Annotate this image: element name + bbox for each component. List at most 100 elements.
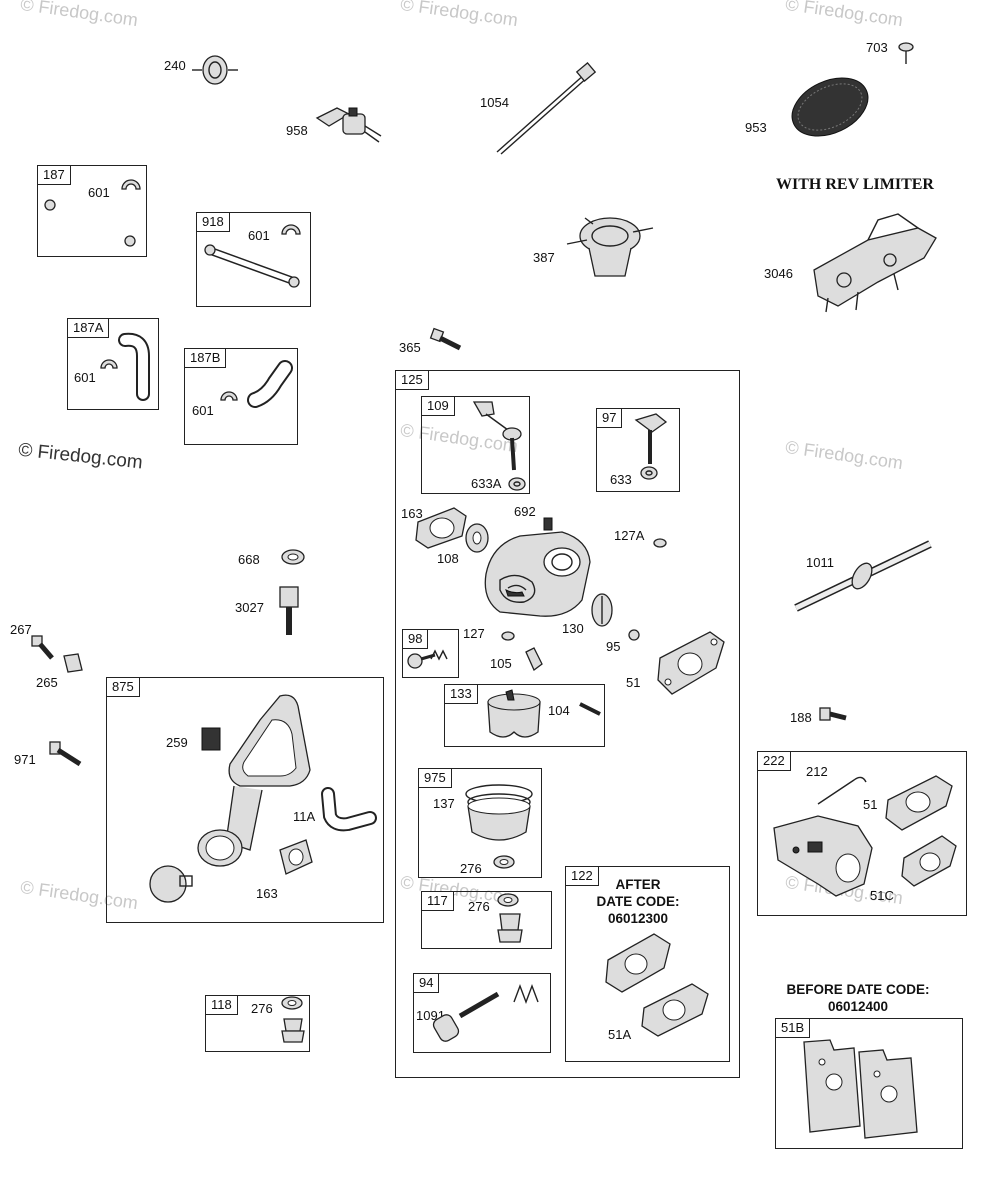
bracket-part — [201, 727, 221, 751]
part-label-1011: 1011 — [806, 555, 834, 570]
gasket-part — [803, 1039, 861, 1133]
part-label-633: 633 — [610, 472, 632, 487]
kit-box-975: 975 — [418, 768, 542, 878]
part-label-601: 601 — [192, 403, 214, 418]
part-label-137: 137 — [433, 796, 455, 811]
mixture-screw-part — [432, 984, 539, 1042]
part-label-51: 51 — [626, 675, 641, 690]
rev-limiter-heading: WITH REV LIMITER — [776, 176, 934, 193]
nut-part — [63, 653, 83, 673]
idle-screw-part — [407, 649, 448, 669]
part-label-104: 104 — [548, 703, 570, 718]
part-label-601: 601 — [74, 370, 96, 385]
gasket-part — [641, 983, 709, 1037]
kit-tag-875: 875 — [106, 677, 140, 697]
part-label-259: 259 — [166, 735, 188, 750]
part-label-1054: 1054 — [480, 95, 509, 110]
watermark: © Firedog.com — [784, 436, 905, 474]
part-label-276: 276 — [251, 1001, 273, 1016]
elbow-hose-part — [247, 360, 293, 408]
fuel-line-part — [496, 61, 597, 155]
after-date-code-note: AFTER DATE CODE: 06012300 — [596, 877, 680, 926]
kit-box-97: 97 — [596, 408, 680, 492]
part-label-188: 188 — [790, 710, 812, 725]
hose-clamp-part — [121, 179, 141, 190]
part-label-365: 365 — [399, 340, 421, 355]
part-label-11A: 11A — [293, 809, 316, 824]
seal-part — [508, 477, 526, 491]
washer-part — [281, 549, 305, 565]
kit-tag-109: 109 — [421, 396, 455, 416]
kit-tag-51B: 51B — [775, 1018, 811, 1038]
kit-box-875: 875 — [106, 677, 384, 923]
gasket-part — [901, 835, 957, 887]
before-date-code-note: BEFORE DATE CODE: 06012400 — [786, 982, 930, 1014]
watermark: © Firedog.com — [399, 0, 520, 31]
kit-box-98: 98 — [402, 629, 459, 678]
part-label-267: 267 — [10, 622, 32, 637]
kit-box-125: 125 — [395, 370, 740, 1078]
washer-part — [497, 893, 519, 907]
kit-tag-187B: 187B — [184, 348, 227, 368]
part-label-130: 130 — [562, 621, 584, 636]
screw-part — [819, 707, 847, 721]
kit-box-94: 94 — [413, 973, 551, 1053]
kit-tag-187: 187 — [37, 165, 71, 185]
throttle-plate-part — [465, 523, 489, 553]
kit-box-918: 918 — [196, 212, 311, 307]
kit-box-122: 122 — [565, 866, 730, 1062]
part-label-601: 601 — [248, 228, 270, 243]
air-cleaner-base-part — [197, 694, 311, 867]
kit-tag-94: 94 — [413, 973, 440, 993]
screw-part — [429, 327, 462, 351]
screen-part — [791, 77, 869, 137]
bowl-nut-part — [281, 1018, 305, 1043]
watermark: © Firedog.com — [19, 0, 140, 31]
part-label-127A: 127A — [614, 528, 645, 543]
gasket-part — [858, 1049, 918, 1139]
hose-clamp-part — [100, 359, 118, 369]
kit-tag-975: 975 — [418, 768, 452, 788]
gasket-part — [279, 839, 313, 875]
float-bowl-part — [465, 784, 533, 841]
governor-link-plate-part — [813, 213, 937, 313]
part-label-668: 668 — [238, 552, 260, 567]
seal-part — [640, 466, 658, 480]
part-label-276: 276 — [460, 861, 482, 876]
kit-tag-918: 918 — [196, 212, 230, 232]
part-label-127: 127 — [463, 626, 485, 641]
kit-box-117: 117 — [421, 891, 552, 949]
kit-box-109: 109 — [421, 396, 530, 494]
part-label-95: 95 — [606, 639, 621, 654]
fuel-pipe-part — [794, 540, 932, 612]
part-label-212: 212 — [806, 764, 828, 779]
part-label-51A: 51A — [608, 1027, 632, 1042]
gasket-part — [415, 507, 467, 549]
choke-plate-part — [591, 593, 613, 627]
bolt-part — [31, 635, 54, 660]
part-label-3027: 3027 — [235, 600, 264, 615]
cap-part — [149, 865, 193, 903]
gasket-part — [605, 933, 671, 993]
carburetor-plate-part — [773, 815, 873, 897]
float-pin-part — [579, 702, 601, 716]
kit-box-187: 187 — [37, 165, 147, 257]
throttle-shaft-part — [472, 401, 522, 471]
fuel-hose-part — [44, 199, 136, 247]
part-label-387: 387 — [533, 250, 555, 265]
hose-clamp-part — [281, 224, 301, 235]
part-label-601: 601 — [88, 185, 110, 200]
kit-tag-125: 125 — [395, 370, 429, 390]
intake-elbow-part — [566, 217, 654, 277]
kit-box-187A: 187A — [67, 318, 159, 410]
kit-box-222: 222 — [757, 751, 967, 916]
kit-tag-97: 97 — [596, 408, 623, 428]
carburetor-body-part — [484, 531, 591, 617]
kit-tag-98: 98 — [402, 629, 429, 649]
kit-box-187B: 187B — [184, 348, 298, 445]
part-label-51: 51 — [863, 797, 878, 812]
part-label-692: 692 — [514, 504, 536, 519]
part-label-240: 240 — [164, 58, 186, 73]
spring-part — [543, 517, 553, 531]
part-label-953: 953 — [745, 120, 767, 135]
